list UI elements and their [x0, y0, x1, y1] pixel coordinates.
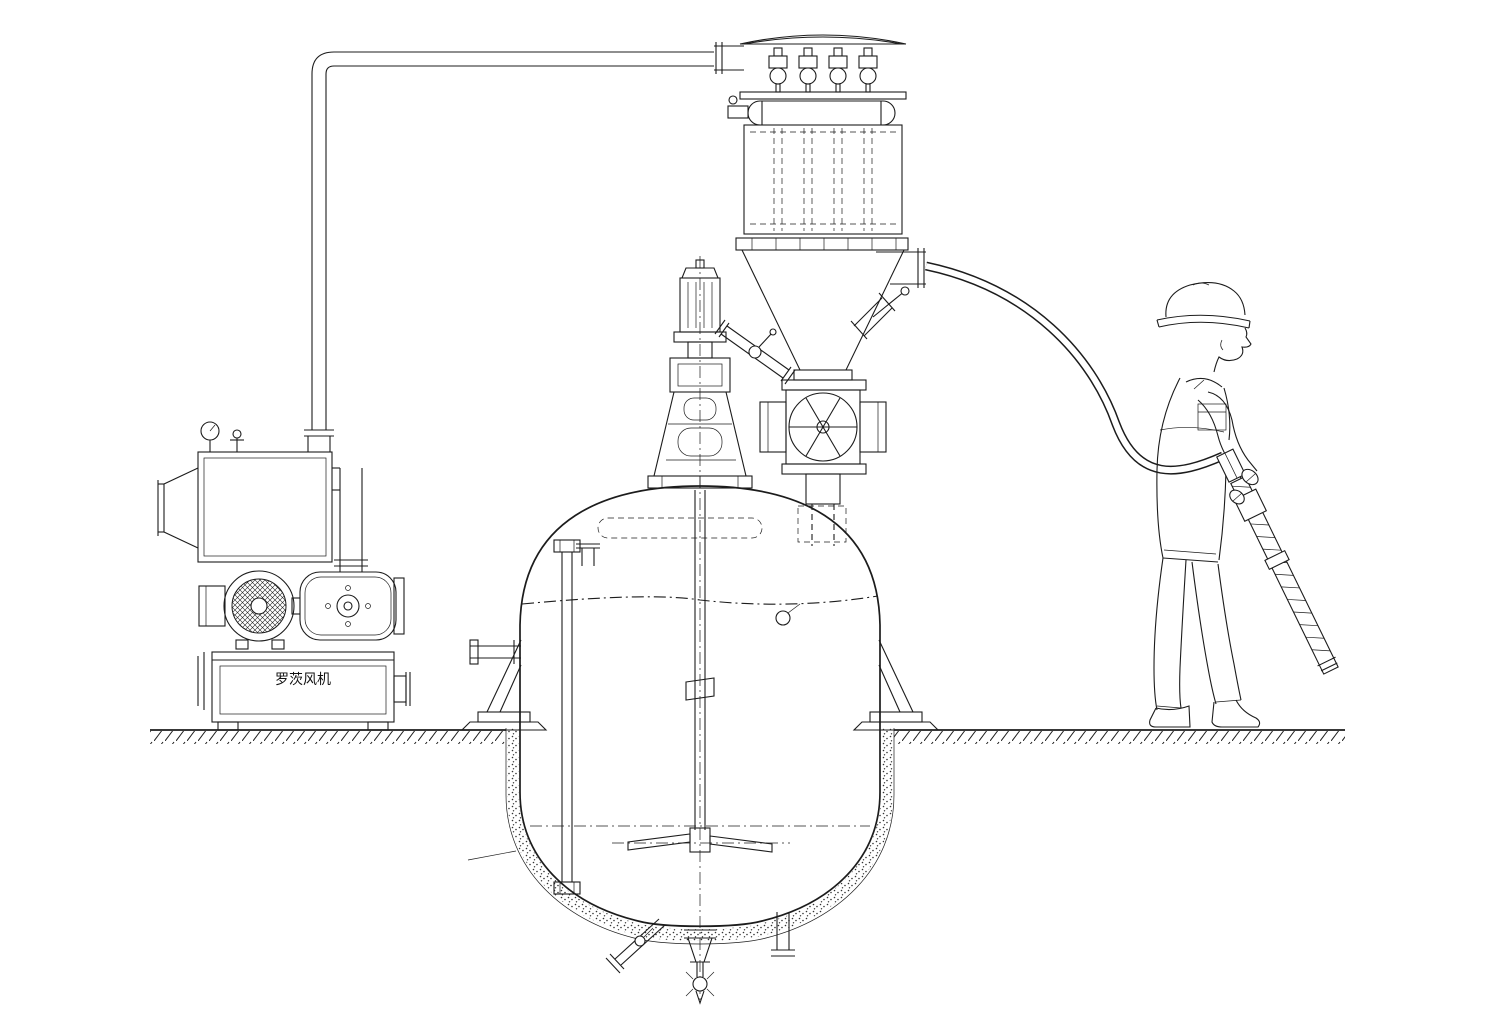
pressure-gauge	[200, 421, 220, 452]
relief-valve	[230, 429, 244, 452]
blower-motor	[198, 570, 295, 650]
ground-line	[150, 729, 1345, 744]
kettle-shell	[519, 485, 881, 928]
pulse-valves	[768, 47, 878, 93]
roots-blower: 罗茨风机	[157, 421, 411, 731]
flexible-suction-hose	[925, 261, 1225, 475]
filter-bags	[773, 128, 873, 231]
hands	[1229, 468, 1259, 505]
filter-housing	[743, 124, 903, 235]
sight-glass	[775, 603, 801, 626]
base-frame	[197, 651, 411, 731]
hose-outlet	[876, 248, 926, 288]
tube-sheet	[739, 91, 907, 100]
support-bracket-left	[460, 639, 548, 731]
dust-collector	[727, 34, 926, 546]
cone-butterfly-valve	[850, 286, 910, 340]
lance-tube	[1230, 475, 1339, 675]
liquid-level-line	[521, 595, 879, 605]
manhole-outline	[597, 517, 763, 539]
chest-pocket	[1197, 403, 1227, 431]
face	[1185, 327, 1252, 390]
collector-top-cover	[739, 34, 907, 45]
pit-lining	[507, 728, 893, 941]
body-flange	[735, 237, 909, 251]
discharge-duct	[797, 473, 847, 546]
leader-line	[467, 850, 517, 861]
support-bracket-right	[852, 639, 940, 731]
rotary-airlock-valve	[759, 379, 887, 475]
silencer-box	[157, 451, 333, 563]
air-header	[727, 95, 896, 126]
lance-band	[1264, 549, 1290, 571]
torso	[1156, 377, 1231, 563]
shoes	[1149, 699, 1261, 728]
reaction-kettle	[460, 256, 940, 1005]
vacuum-pipe	[304, 42, 744, 437]
blower-label: 罗茨风机	[275, 672, 331, 688]
bottom-side-nozzle	[771, 912, 795, 957]
agitator-drive	[647, 259, 796, 489]
impeller	[612, 827, 790, 853]
blower-outlet-stub	[307, 436, 331, 452]
hard-hat	[1156, 282, 1251, 329]
blower-body	[299, 571, 405, 641]
bottom-outlet-valve	[684, 929, 716, 1005]
inlet-duct	[332, 467, 368, 574]
drain-pipe	[605, 918, 666, 974]
suction-lance	[1216, 448, 1339, 675]
agitator-shaft	[685, 490, 715, 830]
legs	[1153, 557, 1242, 711]
level-gauge	[553, 539, 581, 895]
feed-pipe-valve	[714, 319, 796, 385]
